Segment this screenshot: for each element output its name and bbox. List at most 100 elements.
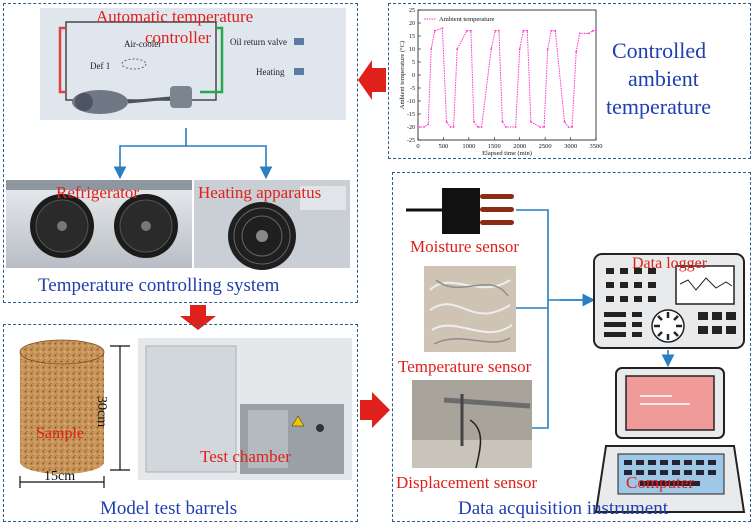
x-axis-label: Elapsed time (min) [482,150,532,157]
y-tick-label-7: 10 [409,47,415,53]
temperature-control-title: Temperature controlling system [38,275,280,296]
arrow-to-refrigerator [113,128,187,180]
x-tick-label-1: 500 [439,143,449,150]
temperature-sensor-photo [424,266,516,352]
test-chamber-photo [138,338,352,480]
refrigerator-label: Refrigerator [56,183,140,202]
x-tick-label-2: 1000 [462,143,475,150]
chart-plot-area [417,9,597,141]
heating-apparatus-photo [194,180,350,270]
series-point-0-30 [563,120,566,123]
series-point-0-7 [449,126,452,128]
series-point-0-33 [575,50,578,53]
air-cooler-label: Air-cooler [124,39,162,49]
y-tick-label-6: 5 [412,60,415,66]
heating-label: Heating [256,67,285,77]
moisture-sensor-label: Moisture sensor [410,237,520,256]
controller-diagram [40,8,346,120]
series-line-0 [418,27,596,128]
def-label: Def 1 [90,61,111,71]
displacement-sensor-label: Displacement sensor [396,473,538,492]
series-point-0-17 [497,29,500,32]
panel-temperature-control [3,3,358,303]
displacement-sensor-photo [412,380,532,469]
x-tick-label-7: 3500 [590,143,603,150]
height-label: 30cm [94,396,109,428]
panel-ambient-temperature [388,3,751,159]
series-point-0-13 [477,126,479,128]
y-tick-label-3: -10 [407,99,415,105]
diameter-label: 15cm [44,469,76,484]
arrow-control-to-barrels [180,305,216,330]
legend-label-0: Ambient temperature [439,16,495,23]
arrow-barrels-to-daq [360,392,390,428]
arrow-ambient-to-controller [358,60,386,100]
data-acquisition-title: Data acquisition instrument [458,498,669,519]
series-point-0-24 [530,120,532,123]
x-tick-label-4: 2000 [513,143,526,150]
y-tick-label-0: -25 [407,138,415,144]
series-point-0-2 [427,123,430,126]
data-logger-drawing [593,253,745,349]
series-point-0-28 [550,29,553,32]
series-point-0-1 [423,126,426,128]
y-tick-label-1: -20 [407,125,415,131]
oil-return-valve-label: Oil return valve [230,37,287,47]
series-point-0-8 [452,126,455,128]
refrigerator-photo [6,180,192,268]
series-point-0-3 [430,48,433,50]
series-point-0-20 [514,126,517,128]
x-tick-label-6: 3000 [564,143,577,150]
y-tick-label-2: -15 [407,112,415,118]
panel-model-test-barrels [3,324,358,522]
series-point-0-32 [571,126,573,128]
series-point-0-19 [505,126,507,128]
series-point-0-6 [445,120,448,123]
series-point-0-14 [480,126,483,128]
ambient-title-line1: Controlled [612,38,707,63]
temperature-sensor-label: Temperature sensor [398,357,532,376]
series-point-0-5 [441,27,444,30]
series-point-0-31 [567,126,570,128]
y-tick-label-10: 25 [409,8,415,14]
series-point-0-4 [433,29,436,32]
controller-title-line1: Automatic temperature [96,7,254,26]
y-tick-label-4: -5 [410,86,415,92]
series-point-0-18 [501,120,504,123]
y-tick-label-5: 0 [412,73,415,79]
series-point-0-12 [473,120,475,123]
series-point-0-23 [526,29,529,32]
moisture-sensor-drawing [406,188,514,234]
arrow-to-heater [186,145,273,180]
series-point-0-27 [546,48,549,50]
y-tick-label-8: 15 [409,34,415,40]
panel-data-acquisition [392,172,751,522]
model-barrels-title: Model test barrels [100,498,238,519]
series-point-0-0 [417,126,419,128]
ambient-title-line2: ambient [628,66,699,91]
series-point-0-26 [543,126,546,128]
height-dimension [110,345,130,471]
series-point-0-10 [465,29,468,32]
x-tick-label-5: 2500 [539,143,552,150]
series-point-0-11 [469,29,472,32]
series-point-0-22 [522,29,525,32]
series-point-0-36 [592,29,594,32]
series-point-0-21 [518,48,521,50]
controller-title-line2: controller [145,28,212,47]
heating-apparatus-label: Heating apparatus [198,183,322,202]
data-logger-label: Data logger [632,255,708,272]
series-point-0-15 [490,48,493,50]
ambient-title-line3: temperature [606,94,712,119]
computer-label: Computer [626,473,694,492]
sample-label: Sample [36,425,84,442]
series-point-0-29 [554,29,557,32]
y-tick-label-9: 20 [409,21,415,27]
series-point-0-37 [595,29,597,32]
diameter-dimension [19,476,105,488]
test-chamber-label: Test chamber [200,447,291,466]
series-point-0-34 [578,32,581,35]
series-point-0-25 [539,126,541,128]
